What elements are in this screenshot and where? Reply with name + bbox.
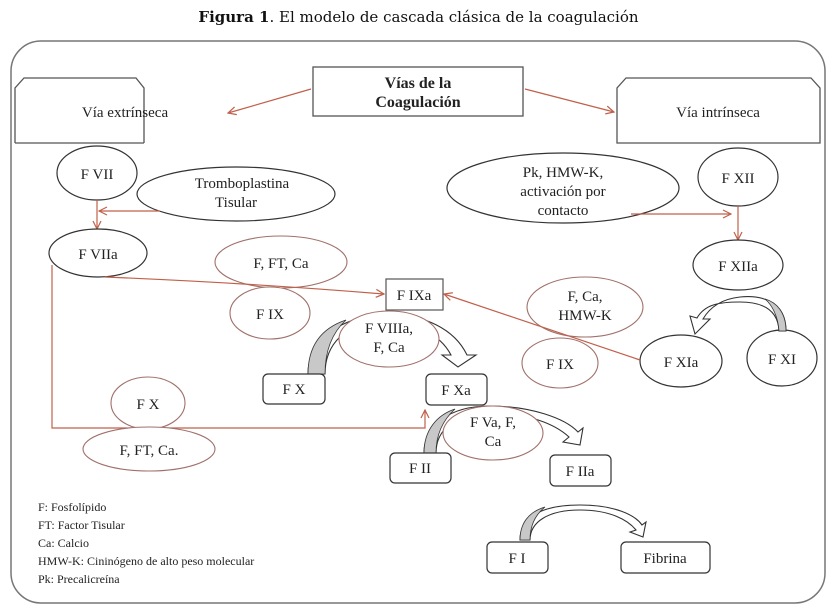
intrinsic-pathway-label: Vía intrínseca [676,105,760,121]
node-fxi-label: F XI [768,352,796,368]
legend-item: HMW-K: Cininógeno de alto peso molecular [38,554,255,568]
figure-title: Figura 1. El modelo de cascada clásica d… [0,8,837,26]
pathways-title-line2: Coagulación [375,94,460,111]
curved-arrow-fi-to-fibrina [519,504,647,541]
extrinsic-pathway-box [14,77,145,143]
arrow-to-extrinsic [228,88,312,113]
node-fiia [549,454,612,487]
node-fx-common-label: F X [283,382,306,398]
node-contact-line1: Pk, HMW-K, [523,165,603,181]
node-fiia-label: F IIa [566,464,595,480]
node-fxiia-label: F XIIa [718,259,758,275]
node-fii [389,452,452,484]
cofactor-fviiia-line2: F, Ca [373,340,405,356]
cofactor-f-ft-ca-dot-label: F, FT, Ca. [120,443,179,459]
node-fviia-label: F VIIa [78,247,118,263]
pathways-title-line1: Vías de la [385,75,452,92]
figure-caption: . El modelo de cascada clásica de la coa… [269,8,639,26]
node-contact-line2: activación por [520,184,605,200]
cofactor-fva [442,405,544,461]
node-fix-intrinsic-label: F IX [546,357,574,373]
node-fxa [425,373,488,406]
arrow-to-intrinsic [524,88,614,112]
figure-label: Figura 1 [198,8,270,26]
node-fix-intrinsic [521,337,599,389]
node-fxia-label: F XIa [664,355,699,371]
node-fii-label: F II [409,461,431,477]
node-fxia [639,334,723,388]
outer-frame [10,40,826,604]
cofactor-f-ca-hmwk-line2: HMW-K [558,308,611,324]
node-fixa-label: F IXa [397,288,432,304]
legend-item: Pk: Precalicreína [38,572,120,586]
arrow-fxia-to-fixa [444,294,641,361]
legend-item: F: Fosfolípido [38,500,107,514]
node-tromboplastina [136,166,336,222]
node-fix-extrinsic-label: F IX [256,307,284,323]
cofactor-f-ft-ca-label: F, FT, Ca [253,256,309,272]
cofactor-fviiia [338,310,440,368]
node-fxii-label: F XII [722,171,755,187]
cofactor-fva-line2: Ca [485,434,502,450]
node-fxiia [692,239,784,291]
cofactor-f-ft-ca-dot [82,426,216,472]
legend: F: Fosfolípido FT: Factor Tisular Ca: Ca… [38,498,254,588]
node-fibrina [620,541,711,574]
node-fixa [385,278,444,311]
cofactor-f-ca-hmwk-line1: F, Ca, [567,289,602,305]
node-fibrina-label: Fibrina [643,551,687,567]
node-fxa-label: F Xa [441,383,471,399]
node-contact-line3: contacto [538,203,589,219]
pathways-title-box [312,66,524,117]
node-contact-activation [446,152,680,224]
node-fvii-label: F VII [81,167,114,183]
arrow-fviia-to-fixa [104,276,384,294]
node-fx-extrinsic-label: F X [137,397,160,413]
node-fi-label: F I [508,551,525,567]
node-tromboplastina-line1: Tromboplastina [195,176,290,192]
node-fix-extrinsic [229,286,311,340]
cofactor-fva-line1: F Va, F, [470,415,516,431]
cofactor-f-ca-hmwk [526,276,644,338]
curved-arrow-fxi-to-fxia [689,296,787,336]
extrinsic-pathway-label: Vía extrínseca [82,105,169,121]
legend-item: Ca: Calcio [38,536,89,550]
arrow-fviia-to-fxa [51,265,425,429]
legend-item: FT: Factor Tisular [38,518,125,532]
cofactor-fviiia-line1: F VIIIa, [365,321,413,337]
node-fx-common [262,373,326,405]
intrinsic-pathway-box [616,77,821,144]
node-fi [486,541,549,574]
node-fviia [48,228,148,278]
node-tromboplastina-line2: Tisular [215,195,257,211]
